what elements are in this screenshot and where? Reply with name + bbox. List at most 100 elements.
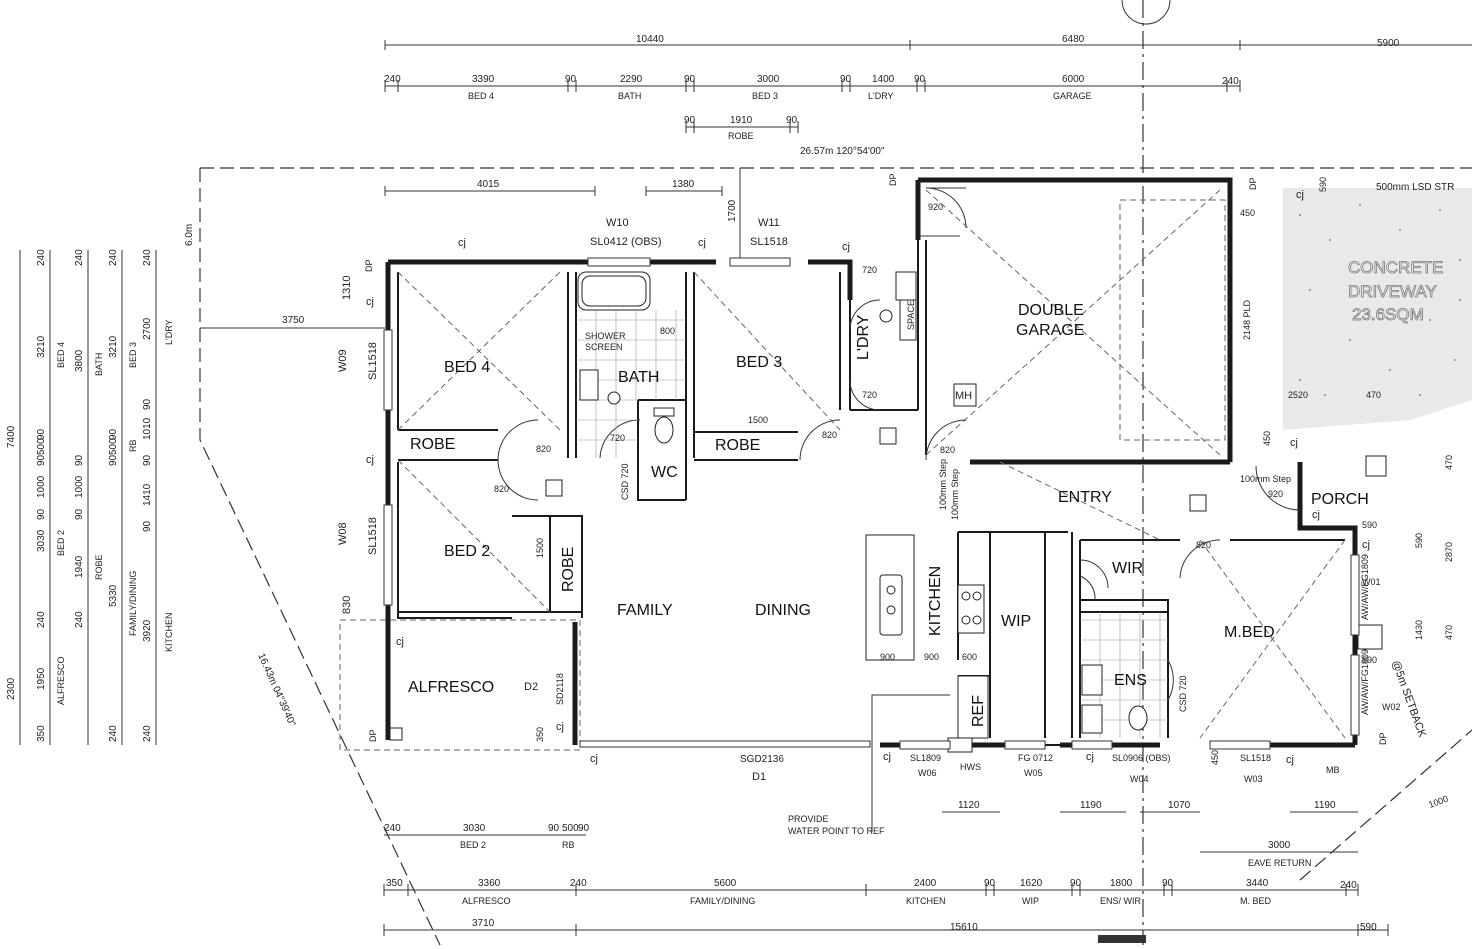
room-ens: ENS (1114, 672, 1147, 689)
dim-c4-500: 500 (108, 438, 119, 455)
dim-c5-2700: 2700 (142, 317, 153, 340)
door-820-a: 820 (536, 444, 551, 454)
dim-bed2-90a: 90 (548, 823, 560, 834)
setback-label: @5m SETBACK (1389, 659, 1428, 740)
dim-2290: 2290 (620, 74, 643, 85)
dim-90-c: 90 (840, 74, 852, 85)
room-family: FAMILY (617, 602, 673, 619)
setback-6m: 6.0m (184, 224, 195, 246)
cj-10: cj (1086, 751, 1094, 763)
cj-2: cj (698, 237, 706, 249)
dim-c2-name-bed2: BED 2 (56, 530, 66, 556)
door-820-d: 820 (940, 445, 955, 455)
cj-1: cj (458, 237, 466, 249)
dp-label-4: DP (368, 729, 378, 742)
dim-r3-name-mbed: M. BED (1240, 896, 1272, 906)
w03-spec: SL1518 (1240, 753, 1271, 763)
dim-c3-90a: 90 (74, 454, 85, 466)
dim-r3-240: 240 (570, 878, 587, 889)
dim-1500-a: 1500 (748, 415, 768, 425)
site-boundaries (199, 0, 1472, 946)
cj-8: cj (590, 753, 598, 765)
tub-sink-icon (895, 271, 917, 301)
dim-6480: 6480 (1062, 34, 1085, 45)
driveway-label-1: CONCRETE (1348, 258, 1443, 277)
dim-470-b: 470 (1444, 455, 1454, 470)
dim-eave-3000: 3000 (1268, 840, 1291, 851)
dim-c2-3030: 3030 (36, 529, 47, 552)
csd-720-a: CSD 720 (620, 463, 630, 500)
mb-label: MB (1326, 765, 1340, 775)
windows (383, 257, 1360, 750)
door-820-e: 820 (1196, 540, 1211, 550)
shower-label: SHOWER (585, 331, 626, 341)
dim-1500-b: 1500 (535, 538, 545, 558)
dim-c2-name-alfresco: ALFRESCO (56, 656, 66, 705)
dim-b-1190-a: 1190 (1080, 800, 1102, 811)
dim-240-b: 240 (1222, 76, 1239, 87)
d2-label: D2 (524, 681, 538, 693)
room-robe-3: ROBE (560, 547, 577, 592)
left-dimensions: 7400 2300 240 3210 90 500 90 1000 90 303… (6, 224, 385, 745)
dim-c2-240b: 240 (36, 611, 47, 628)
cj-13: cj (1290, 437, 1298, 449)
dim-b-1190-b: 1190 (1314, 800, 1336, 811)
dim-c4-name-familydining: FAMILY/DINING (128, 571, 138, 636)
dim-r3-3440: 3440 (1246, 878, 1269, 889)
room-labels: BED 4 BATH BED 3 L'DRY DOUBLE GARAGE ROB… (408, 302, 1369, 727)
ref-space-icon (957, 675, 989, 739)
step-3: 100mm Step (1240, 474, 1291, 484)
porch-pier-icon (1357, 624, 1383, 650)
w02-spec: AW/AW/FG1809 (1360, 649, 1370, 715)
w04-spec: SL0906 (OBS) (1112, 753, 1171, 763)
dim-c2-500: 500 (36, 438, 47, 455)
provide-label-2: WATER POINT TO REF (788, 826, 885, 836)
boundary-bearing-top: 26.57m 120°54'00" (800, 146, 885, 157)
dim-r3-name-wip: WIP (1022, 896, 1039, 906)
step-2: 100mm Step (950, 469, 960, 520)
pld-label: 2148 PLD (1242, 299, 1252, 340)
wall-switch-icon-1 (545, 479, 563, 497)
driveway-area: CONCRETE DRIVEWAY 23.6SQM (1283, 188, 1472, 430)
w10-label: W10 (606, 217, 629, 229)
cj-12: cj (1296, 189, 1304, 201)
dim-1000: 1000 (1427, 794, 1449, 810)
w09-spec: SL1518 (367, 342, 379, 380)
w04-label: W04 (1130, 774, 1149, 784)
dim-c2-1950: 1950 (36, 667, 47, 690)
room-garage-2: GARAGE (1016, 322, 1084, 339)
room-bed3: BED 3 (736, 354, 782, 371)
dim-c5-1010: 1010 (142, 417, 153, 440)
dim-r3-2400: 2400 (914, 878, 937, 889)
room-kitchen: KITCHEN (927, 566, 944, 636)
mh-icon (953, 383, 977, 407)
room-bed4: BED 4 (444, 359, 490, 376)
room-bed2: BED 2 (444, 543, 490, 560)
dim-left-2300: 2300 (6, 677, 17, 700)
door-720-b: 720 (862, 390, 877, 400)
dim-6000: 6000 (1062, 74, 1085, 85)
cj-9: cj (883, 751, 891, 763)
dim-b-1070: 1070 (1168, 800, 1191, 811)
room-robe-2: ROBE (715, 437, 760, 454)
room-ldry: L'DRY (855, 314, 872, 360)
hws-label: HWS (960, 762, 981, 772)
wall-switch-icon-3 (1189, 494, 1207, 512)
dim-b-1120: 1120 (958, 800, 980, 811)
door-920-b: 920 (1268, 489, 1283, 499)
dim-3750: 3750 (282, 315, 305, 326)
ens-vanity-icon (1081, 664, 1103, 696)
dim-10440: 10440 (636, 34, 664, 45)
dim-c4-name-bed3: BED 3 (128, 342, 138, 368)
dim-left-7400: 7400 (6, 425, 17, 448)
room-wc: WC (651, 464, 678, 481)
dim-4015: 4015 (477, 179, 500, 190)
dim-5900: 5900 (1377, 38, 1400, 49)
dim-name-garage: GARAGE (1053, 91, 1092, 101)
dim-470: 470 (1366, 390, 1381, 400)
dim-c2-90c: 90 (36, 508, 47, 520)
cj-14: cj (1312, 509, 1320, 521)
dim-name-robe: ROBE (728, 131, 754, 141)
sgd2136-label: SGD2136 (740, 754, 784, 765)
